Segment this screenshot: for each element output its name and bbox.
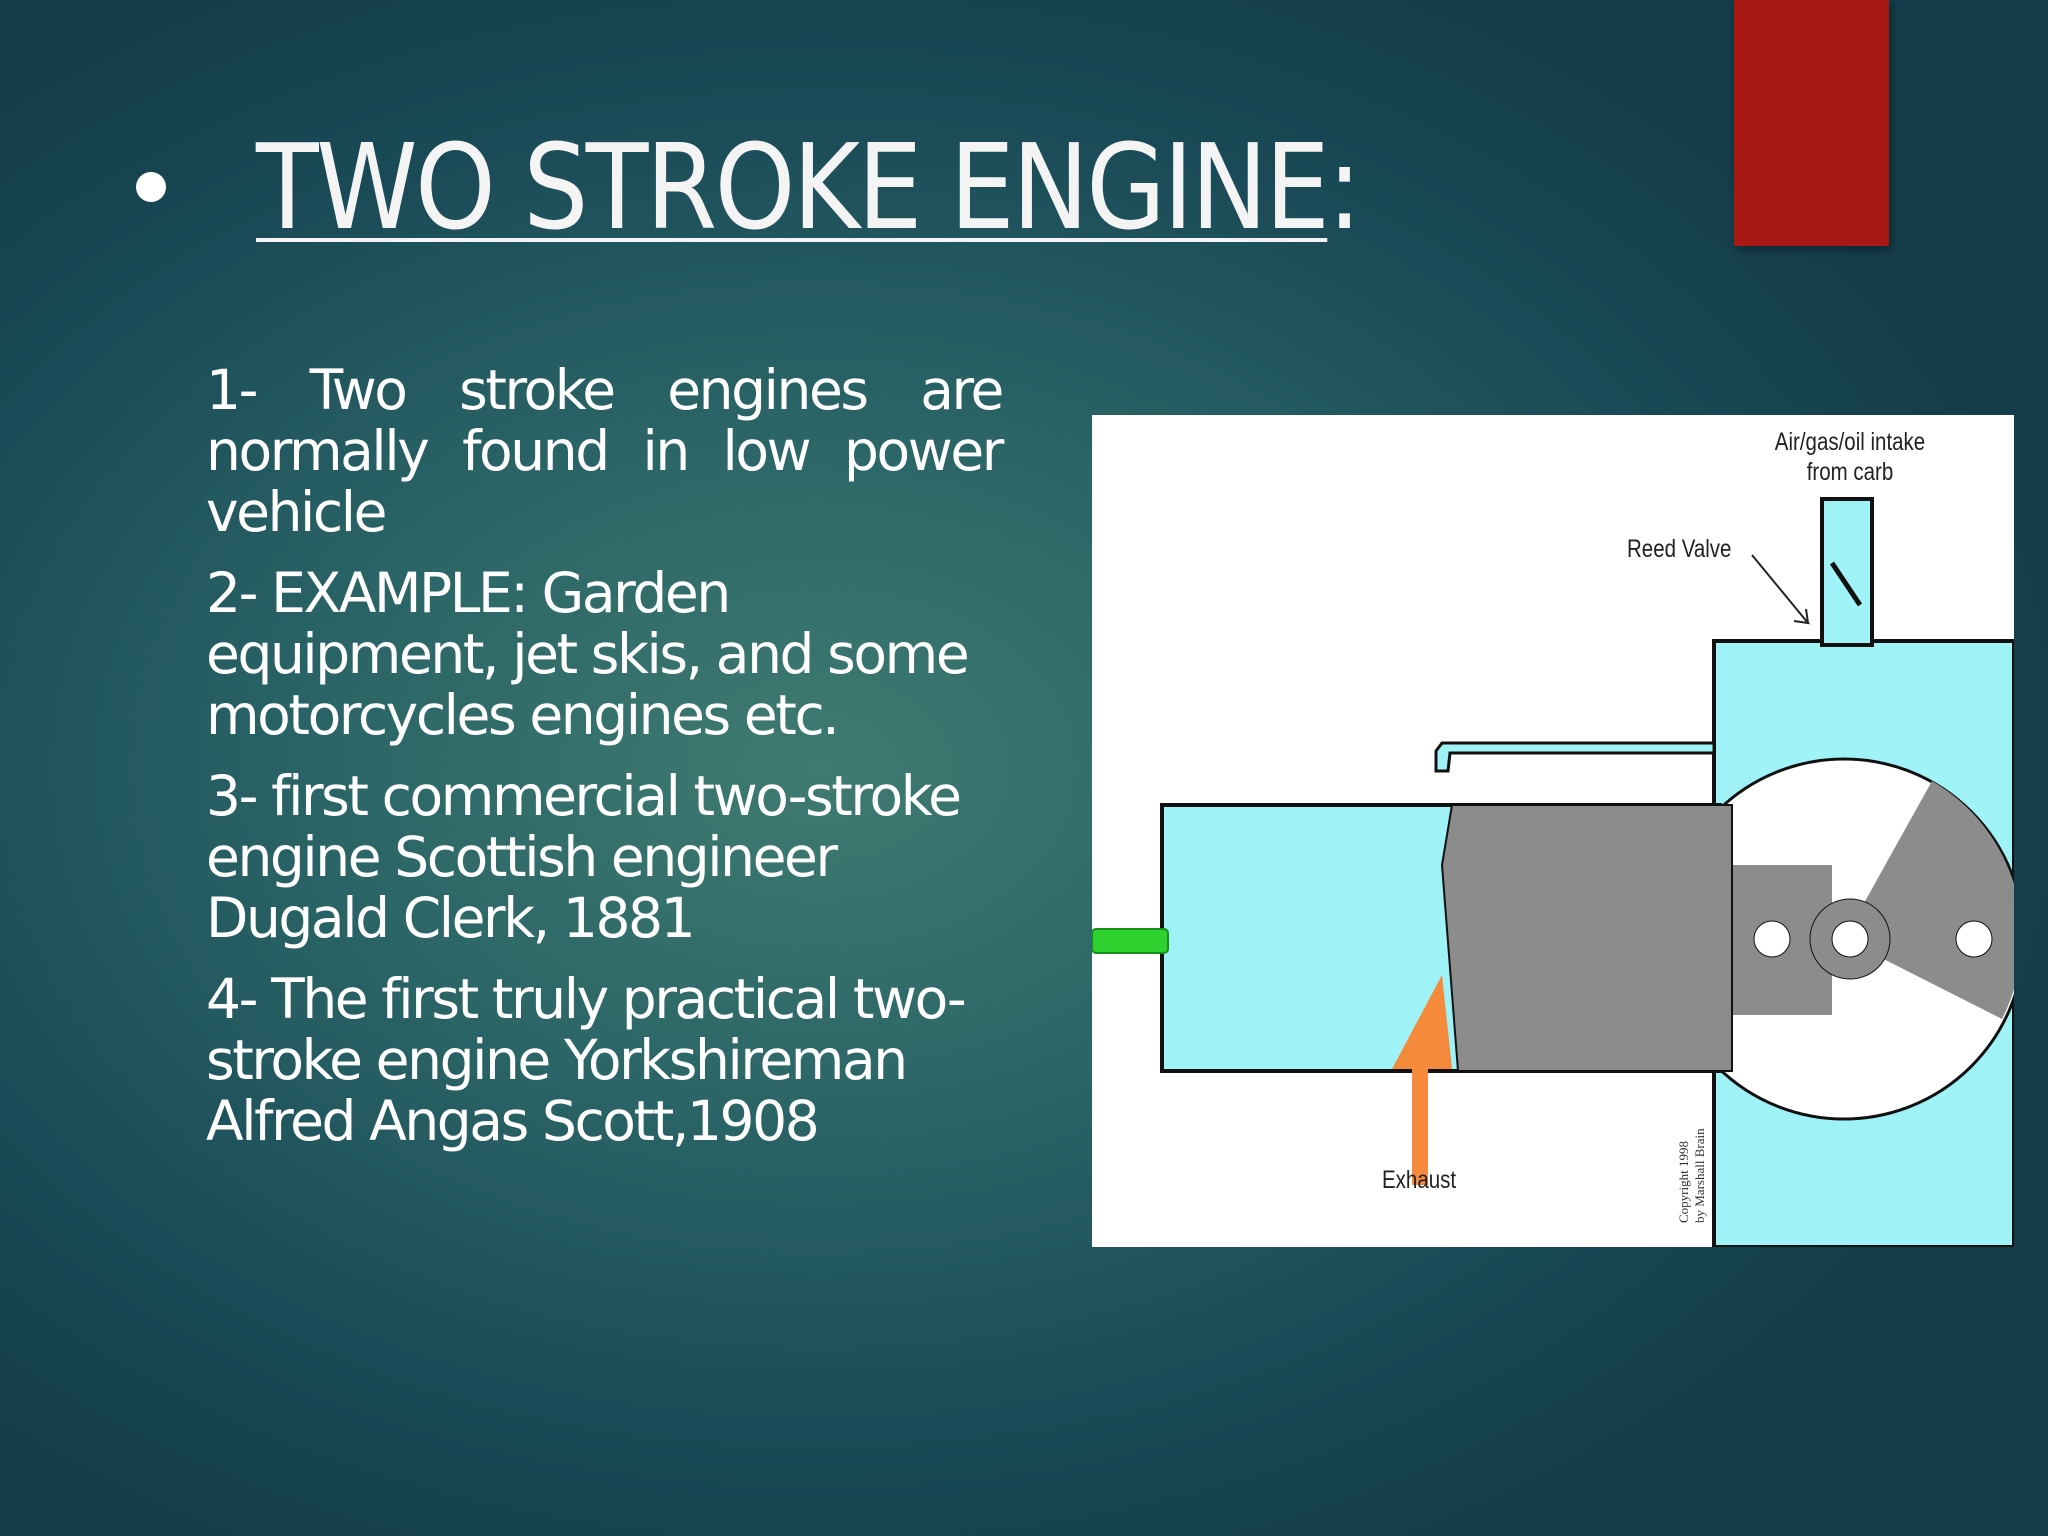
transfer-port xyxy=(1434,741,1716,773)
exhaust-pipe xyxy=(1412,1069,1428,1185)
bullet-point-1: 1- Two stroke engines are normally found… xyxy=(206,358,1004,544)
bullet-point-3: 3- first commercial two-stroke engine Sc… xyxy=(206,764,962,950)
reed-valve-pointer xyxy=(1751,554,1811,625)
exhaust-gas xyxy=(1392,975,1452,1069)
engine-diagram-svg: Air/gas/oil intake from carb Reed Valve … xyxy=(1092,427,2014,1247)
title-bullet xyxy=(136,172,166,202)
bullet-list: 1- Two stroke engines are normally found… xyxy=(206,358,1004,1172)
bullet-point-2: 2- EXAMPLE: Garden equipment, jet skis, … xyxy=(206,561,970,747)
slide-title: TWO STROKE ENGINE: xyxy=(256,112,1362,262)
slide-title-text: TWO STROKE ENGINE xyxy=(256,118,1330,256)
intake-label-line1: Air/gas/oil intake xyxy=(1775,427,1925,455)
crank-pin-center xyxy=(1831,920,1869,958)
crank-pin-left xyxy=(1753,920,1791,958)
counterweight xyxy=(1844,781,2014,1019)
engine-diagram: Air/gas/oil intake from carb Reed Valve … xyxy=(1092,415,2014,1247)
reed-valve-flap xyxy=(1829,561,1863,607)
intake-pipe xyxy=(1820,497,1874,647)
piston xyxy=(1440,804,1733,1072)
crank-pin-right xyxy=(1955,920,1993,958)
exhaust-label: Exhaust xyxy=(1382,1165,1457,1193)
intake-label-line2: from carb xyxy=(1807,457,1894,485)
reed-valve-label: Reed Valve xyxy=(1627,534,1731,562)
copyright-line2: by Marshall Brain xyxy=(1692,1128,1707,1223)
copyright-line1: Copyright 1998 xyxy=(1676,1141,1691,1223)
accent-bar xyxy=(1734,0,1889,246)
slide-title-colon: : xyxy=(1327,118,1362,256)
bullet-point-4: 4- The first truly practical two-stroke … xyxy=(206,967,967,1153)
spark-plug xyxy=(1092,928,1169,954)
